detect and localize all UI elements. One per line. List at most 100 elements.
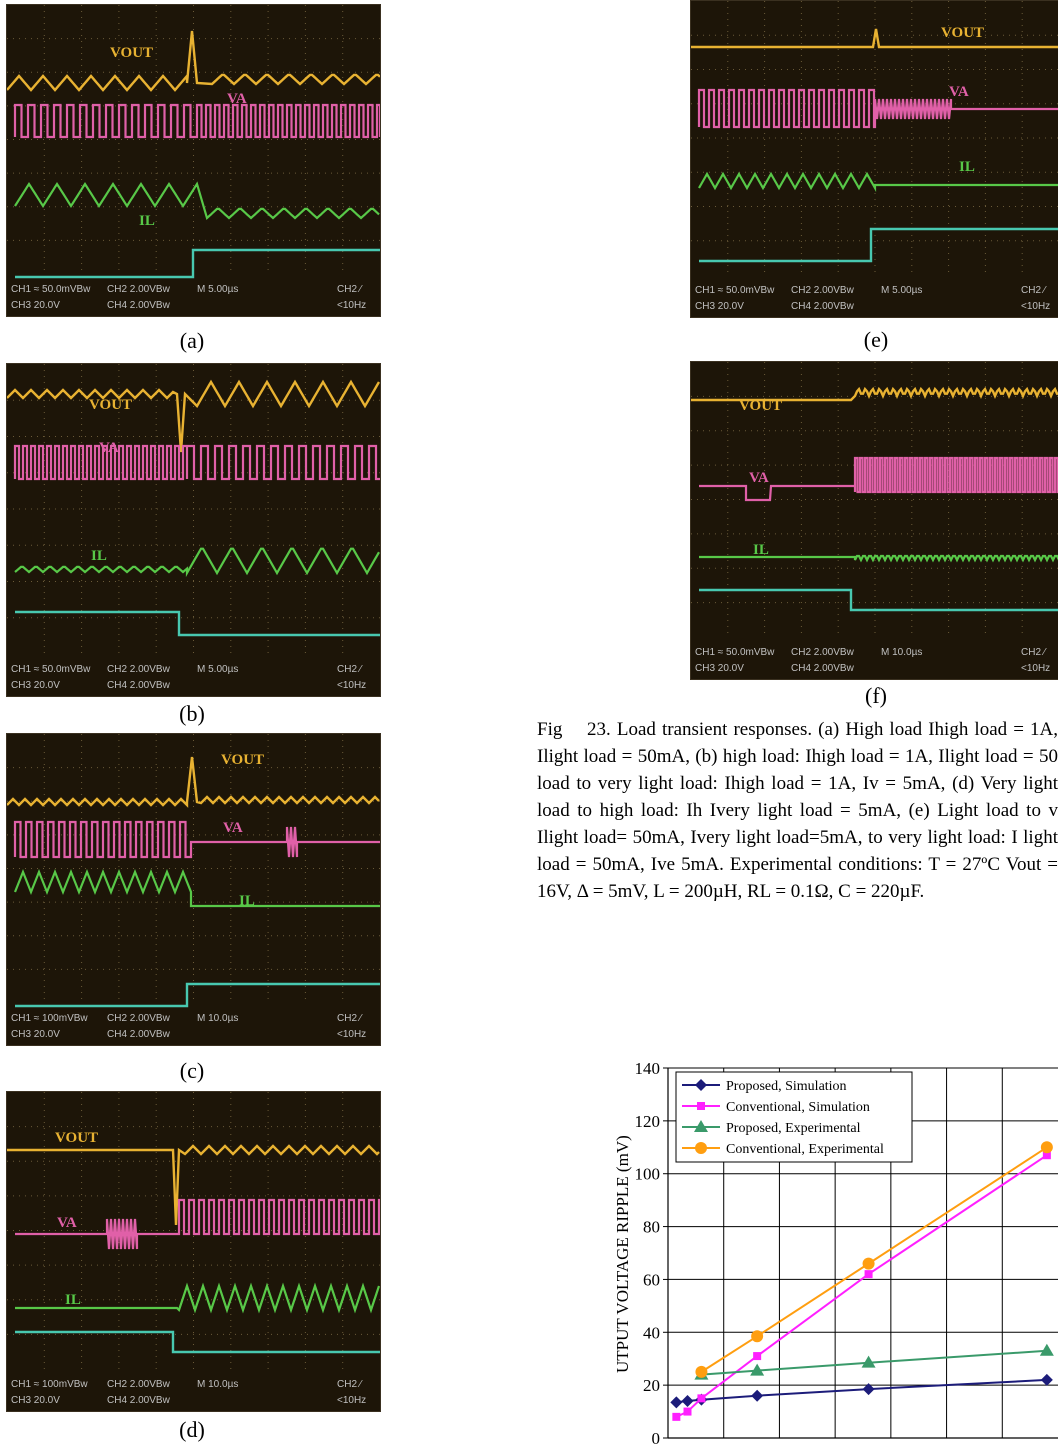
- legend-entry: Conventional, Simulation: [726, 1100, 870, 1115]
- scope-setting: CH2 ⁄: [337, 1379, 363, 1390]
- vout-trace: [7, 30, 380, 92]
- legend-entry: Proposed, Simulation: [726, 1079, 847, 1094]
- ch4-trace: [699, 588, 1058, 612]
- scope-setting: CH4 2.00VBw: [107, 1395, 171, 1406]
- scope-setting: CH4 2.00VBw: [107, 680, 171, 691]
- va-trace: [13, 444, 380, 481]
- va-label: VA: [749, 470, 769, 486]
- legend-marker: [695, 1142, 707, 1154]
- data-point: [670, 1396, 683, 1409]
- caption-text: 23. Load transient responses. (a) High l…: [537, 719, 1058, 902]
- scope-setting: M 5.00µs: [881, 285, 922, 296]
- scope-setting: CH2 2.00VBw: [107, 664, 171, 675]
- vout-label: VOUT: [221, 752, 264, 768]
- y-tick-label: 20: [643, 1376, 660, 1395]
- il-label: IL: [91, 548, 107, 564]
- scope-setting: CH2 2.00VBw: [791, 647, 855, 658]
- panel-label-f: (f): [865, 683, 887, 708]
- scope-setting: <10Hz: [1021, 663, 1050, 674]
- data-point: [683, 1407, 692, 1416]
- vout-trace: [691, 386, 1058, 402]
- scope-setting: M 10.0µs: [197, 1013, 238, 1024]
- data-point: [1042, 1151, 1051, 1160]
- scope-setting: CH3 20.0V: [11, 300, 60, 311]
- scope-setting: <10Hz: [1021, 301, 1050, 312]
- scope-setting: CH1 ≈ 50.0mVBw: [695, 647, 775, 658]
- y-axis-label: UTPUT VOLTAGE RIPPLE (mV): [613, 1135, 632, 1373]
- legend-marker: [694, 1120, 708, 1132]
- scope-setting: CH3 20.0V: [11, 1395, 60, 1406]
- ch4-trace: [15, 982, 380, 1008]
- data-point: [753, 1352, 762, 1361]
- y-tick-label: 80: [643, 1218, 660, 1237]
- scope-setting: <10Hz: [337, 300, 366, 311]
- panel-label-b: (b): [179, 701, 205, 726]
- data-point: [750, 1363, 765, 1376]
- panel-label-a: (a): [179, 328, 205, 353]
- data-point: [861, 1355, 876, 1368]
- il-trace: [14, 181, 380, 220]
- data-point: [681, 1395, 694, 1407]
- y-tick-label: 100: [635, 1165, 661, 1184]
- scope-setting: CH3 20.0V: [695, 663, 744, 674]
- vout-label: VOUT: [110, 45, 153, 61]
- ch4-trace: [699, 227, 1058, 263]
- ch4-trace: [15, 248, 380, 279]
- scope-setting: CH1 ≈ 100mVBw: [11, 1379, 88, 1390]
- il-trace: [699, 554, 1058, 563]
- vout-label: VOUT: [739, 398, 782, 414]
- panel-label-e: (e): [863, 327, 889, 352]
- data-point: [864, 1270, 873, 1279]
- scope-setting: <10Hz: [337, 1395, 366, 1406]
- va-trace: [15, 1198, 380, 1250]
- data-point: [1040, 1373, 1053, 1386]
- il-trace: [14, 547, 380, 578]
- il-label: IL: [139, 213, 155, 229]
- scope-setting: <10Hz: [337, 1029, 366, 1040]
- scope-setting: CH3 20.0V: [11, 1029, 60, 1040]
- vout-trace: [7, 756, 380, 808]
- il-label: IL: [959, 159, 975, 175]
- data-point: [751, 1389, 764, 1402]
- scope-setting: CH2 2.00VBw: [791, 285, 855, 296]
- ch4-trace: [15, 1330, 380, 1354]
- scope-setting: M 5.00µs: [197, 664, 238, 675]
- scope-setting: CH1 ≈ 100mVBw: [11, 1013, 88, 1024]
- scope-setting: M 5.00µs: [197, 284, 238, 295]
- scope-setting: CH4 2.00VBw: [791, 301, 855, 312]
- series-line: [701, 1349, 1047, 1376]
- vout-trace: [7, 1144, 380, 1226]
- scope-setting: CH3 20.0V: [695, 301, 744, 312]
- caption-fig-label: Fig: [537, 719, 563, 740]
- legend-entry: Conventional, Experimental: [726, 1142, 884, 1157]
- scope-setting: CH2 2.00VBw: [107, 284, 171, 295]
- data-point: [751, 1330, 764, 1343]
- y-tick-label: 60: [643, 1270, 660, 1289]
- vout-trace: [691, 28, 1058, 49]
- series-line: [676, 1378, 1047, 1404]
- va-trace: [697, 88, 1058, 129]
- vout-label: VOUT: [55, 1130, 98, 1146]
- scope-setting: CH2 ⁄: [337, 664, 363, 675]
- vout-label: VOUT: [941, 25, 984, 41]
- panel-label-d: (d): [179, 1417, 205, 1442]
- va-trace: [699, 456, 1058, 502]
- scope-setting: CH3 20.0V: [11, 680, 60, 691]
- il-label: IL: [65, 1292, 81, 1308]
- scope-setting: CH2 ⁄: [1021, 285, 1047, 296]
- scope-setting: CH2 ⁄: [337, 284, 363, 295]
- scope-setting: CH2 ⁄: [1021, 647, 1047, 658]
- data-point: [695, 1365, 708, 1378]
- va-label: VA: [227, 91, 247, 107]
- va-label: VA: [949, 84, 969, 100]
- scope-setting: M 10.0µs: [881, 647, 922, 658]
- legend-marker: [697, 1102, 705, 1110]
